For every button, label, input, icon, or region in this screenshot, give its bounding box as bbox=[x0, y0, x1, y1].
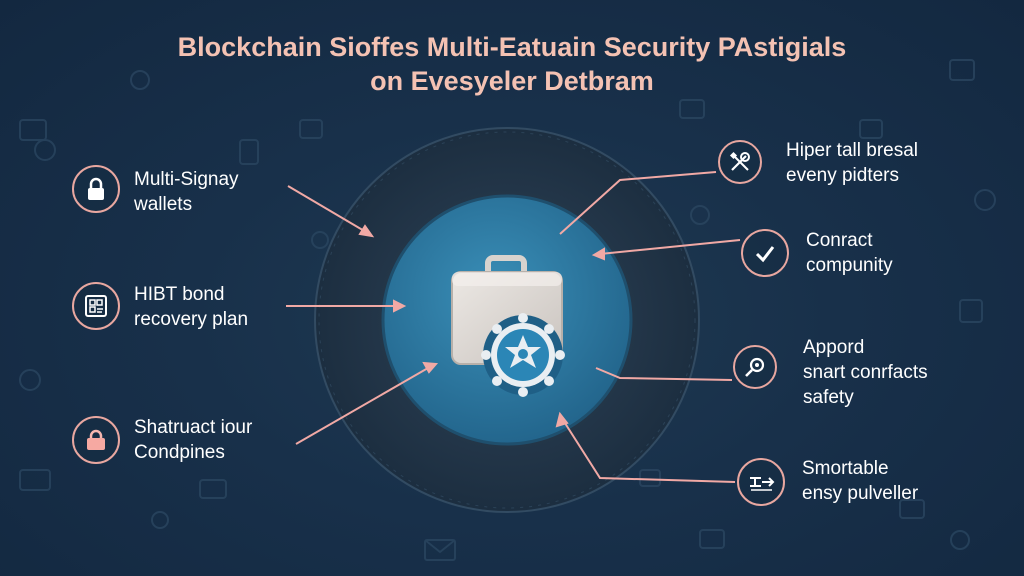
label-line: Shatruact iour bbox=[134, 417, 253, 438]
label-line: Appord bbox=[803, 337, 865, 358]
arrow-head bbox=[422, 361, 439, 374]
arrow-conract bbox=[599, 239, 741, 255]
hibt-label: HIBT bond recovery plan bbox=[134, 282, 248, 332]
arrow-appord bbox=[595, 367, 733, 381]
signature-icon bbox=[737, 458, 785, 506]
arrow-smortable bbox=[562, 419, 736, 483]
arrow-head bbox=[393, 299, 407, 313]
connector-arrows bbox=[286, 171, 741, 483]
arrow-head bbox=[358, 224, 375, 238]
appord-label: Appord snart conrfacts safety bbox=[803, 335, 928, 410]
page-title: Blockchain Sioffes Multi-Eatuain Securit… bbox=[0, 30, 1024, 98]
label-line: snart conrfacts bbox=[803, 362, 928, 383]
contract-label: Shatruact iour Condpines bbox=[134, 415, 252, 465]
label-line: safety bbox=[803, 387, 854, 408]
document-grid-icon bbox=[72, 282, 120, 330]
label-line: compunity bbox=[806, 255, 893, 276]
label-line: Conract bbox=[806, 230, 873, 251]
arrow-hiper bbox=[559, 171, 717, 235]
label-line: Multi-Signay bbox=[134, 169, 239, 190]
label-line: wallets bbox=[134, 194, 193, 215]
arrow-contract bbox=[295, 367, 429, 445]
arrow-multi-sig bbox=[287, 185, 367, 233]
padlock-icon bbox=[72, 416, 120, 464]
label-line: Hiper tall bresal bbox=[786, 140, 918, 161]
title-line-2: on Evesyeler Detbram bbox=[370, 66, 654, 96]
label-line: recovery plan bbox=[134, 309, 249, 330]
arrow-head bbox=[555, 411, 569, 428]
hiper-label: Hiper tall bresal eveny pidters bbox=[786, 138, 918, 188]
gear-star-icon bbox=[481, 313, 565, 397]
label-line: Condpines bbox=[134, 442, 225, 463]
label-line: eveny pidters bbox=[786, 165, 900, 186]
checkmark-icon bbox=[741, 229, 789, 277]
title-line-1: Blockchain Sioffes Multi-Eatuain Securit… bbox=[177, 32, 847, 62]
tools-icon bbox=[718, 140, 762, 184]
label-line: Smortable bbox=[802, 458, 889, 479]
lock-icon bbox=[72, 165, 120, 213]
multi-sig-label: Multi-Signay wallets bbox=[134, 167, 239, 217]
magnifier-icon bbox=[733, 345, 777, 389]
label-line: ensy pulveller bbox=[802, 483, 919, 504]
arrow-head bbox=[591, 247, 605, 261]
label-line: HIBT bond bbox=[134, 284, 225, 305]
conract-label: Conract compunity bbox=[806, 228, 893, 278]
smortable-label: Smortable ensy pulveller bbox=[802, 456, 918, 506]
